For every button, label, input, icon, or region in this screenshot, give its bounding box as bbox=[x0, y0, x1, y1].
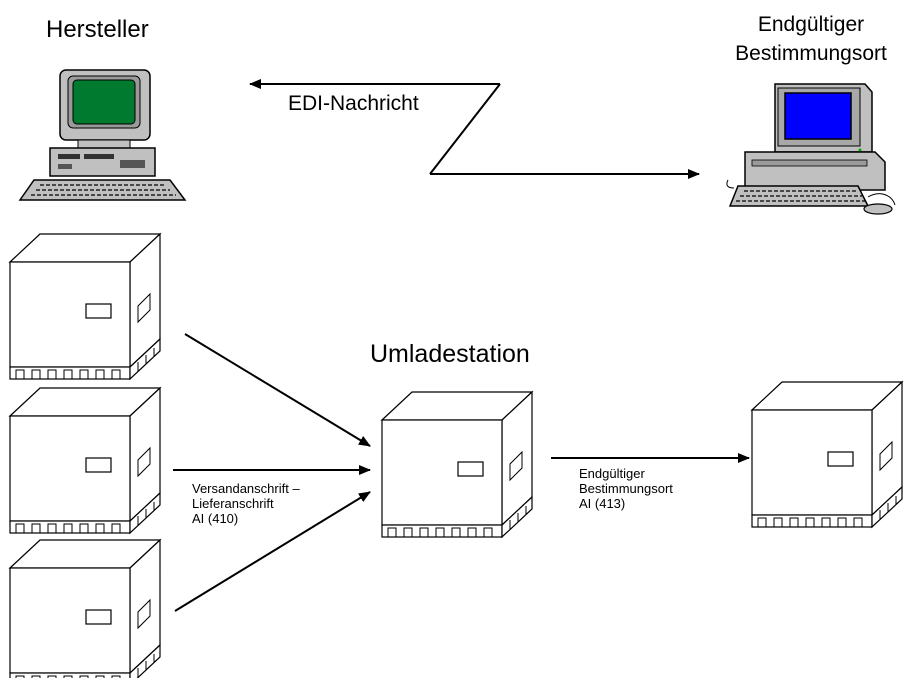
destination-label-line2: Bestimmungsort bbox=[735, 42, 887, 65]
manufacturer-package-2 bbox=[9, 387, 161, 534]
transshipment-label: Umladestation bbox=[370, 340, 530, 368]
final-destination-label: Endgültiger Bestimmungsort AI (413) bbox=[579, 466, 673, 511]
destination-label: Endgültiger Bestimmungsort bbox=[705, 10, 917, 68]
ship-to-label-line1: Versandanschrift – bbox=[192, 481, 300, 496]
manufacturer-package-3 bbox=[9, 539, 161, 678]
destination-label-line1: Endgültiger bbox=[757, 13, 865, 36]
arrow-package1-to-transshipment bbox=[184, 333, 371, 447]
manufacturer-label: Hersteller bbox=[46, 16, 149, 43]
destination-computer-icon bbox=[726, 83, 896, 215]
ship-to-label-line2: Lieferanschrift bbox=[192, 496, 274, 511]
manufacturer-package-1 bbox=[9, 233, 161, 380]
final-destination-label-line2: Bestimmungsort bbox=[579, 481, 673, 496]
final-destination-label-line1: Endgültiger bbox=[579, 466, 645, 481]
ship-to-label: Versandanschrift – Lieferanschrift AI (4… bbox=[192, 481, 300, 526]
final-destination-label-line3: AI (413) bbox=[579, 496, 626, 511]
final-destination-package bbox=[751, 381, 903, 528]
manufacturer-computer-icon bbox=[18, 69, 187, 201]
transshipment-package bbox=[381, 391, 533, 538]
arrow-package3-to-transshipment bbox=[174, 491, 371, 612]
ship-to-label-line3: AI (410) bbox=[192, 511, 239, 526]
edi-message-label: EDI-Nachricht bbox=[288, 92, 419, 115]
edi-message-arrow bbox=[249, 79, 700, 179]
